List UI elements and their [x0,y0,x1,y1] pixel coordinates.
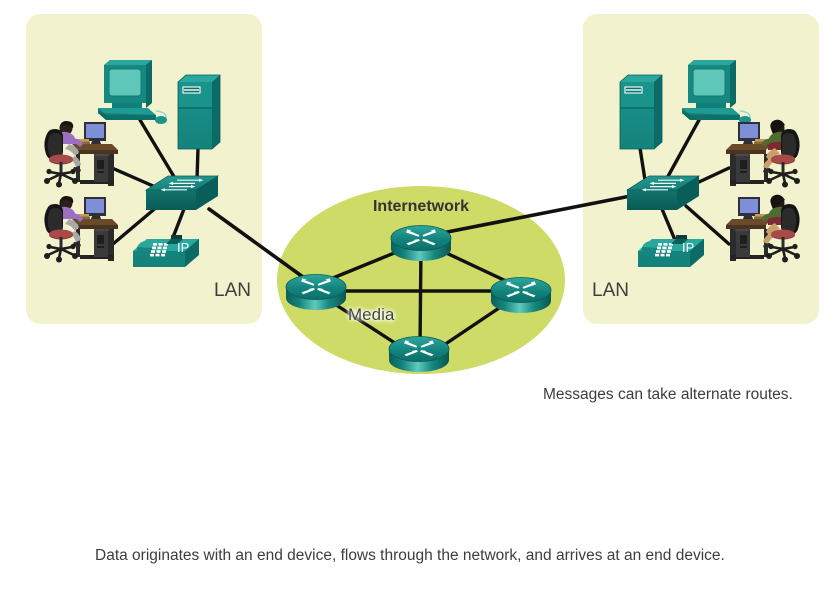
caption-data-origin: Data originates with an end device, flow… [95,547,725,564]
link-left-bottom [325,297,400,347]
link-ws-bot-switch-right [684,204,731,246]
router-bottom[interactable] [388,336,450,373]
device-server-tower-right[interactable] [619,74,663,150]
link-top-bottom [418,244,423,350]
lan-right-link-group [638,118,731,246]
link-server-switch-right [638,146,647,182]
link-phone-switch-right [660,207,677,242]
lan-left-link-group [110,118,200,246]
link-left-top [331,247,406,280]
ip-phone-badge-right: IP [682,240,694,255]
link-desktop-switch-left [138,118,178,182]
lan-right-label: LAN [592,280,629,301]
lan-left-label: LAN [214,280,251,301]
link-ws-bot-switch-left [111,204,160,246]
link-bottom-right [439,300,510,349]
link-desktop-switch-right [664,118,701,182]
internetwork-title: Internetwork [373,198,469,215]
router-left[interactable] [285,274,347,311]
wan-link-left [207,207,305,279]
device-server-tower-left[interactable] [177,74,221,150]
wan-link-group [207,188,663,279]
internetwork-link-group [318,244,521,350]
device-ip-phone-left[interactable]: IP [133,235,199,267]
link-ws-top-switch-left [110,166,162,191]
link-top-right [438,248,508,283]
wan-link-right [435,188,663,236]
link-server-switch-left [195,146,200,182]
media-label: Media [348,305,395,324]
link-phone-switch-left [170,207,186,242]
device-ip-phone-right[interactable]: IP [638,235,704,267]
caption-alternate-routes: Messages can take alternate routes. [543,386,793,403]
ip-phone-badge-left: IP [177,240,189,255]
router-right[interactable] [490,277,552,314]
router-top[interactable] [390,225,452,262]
